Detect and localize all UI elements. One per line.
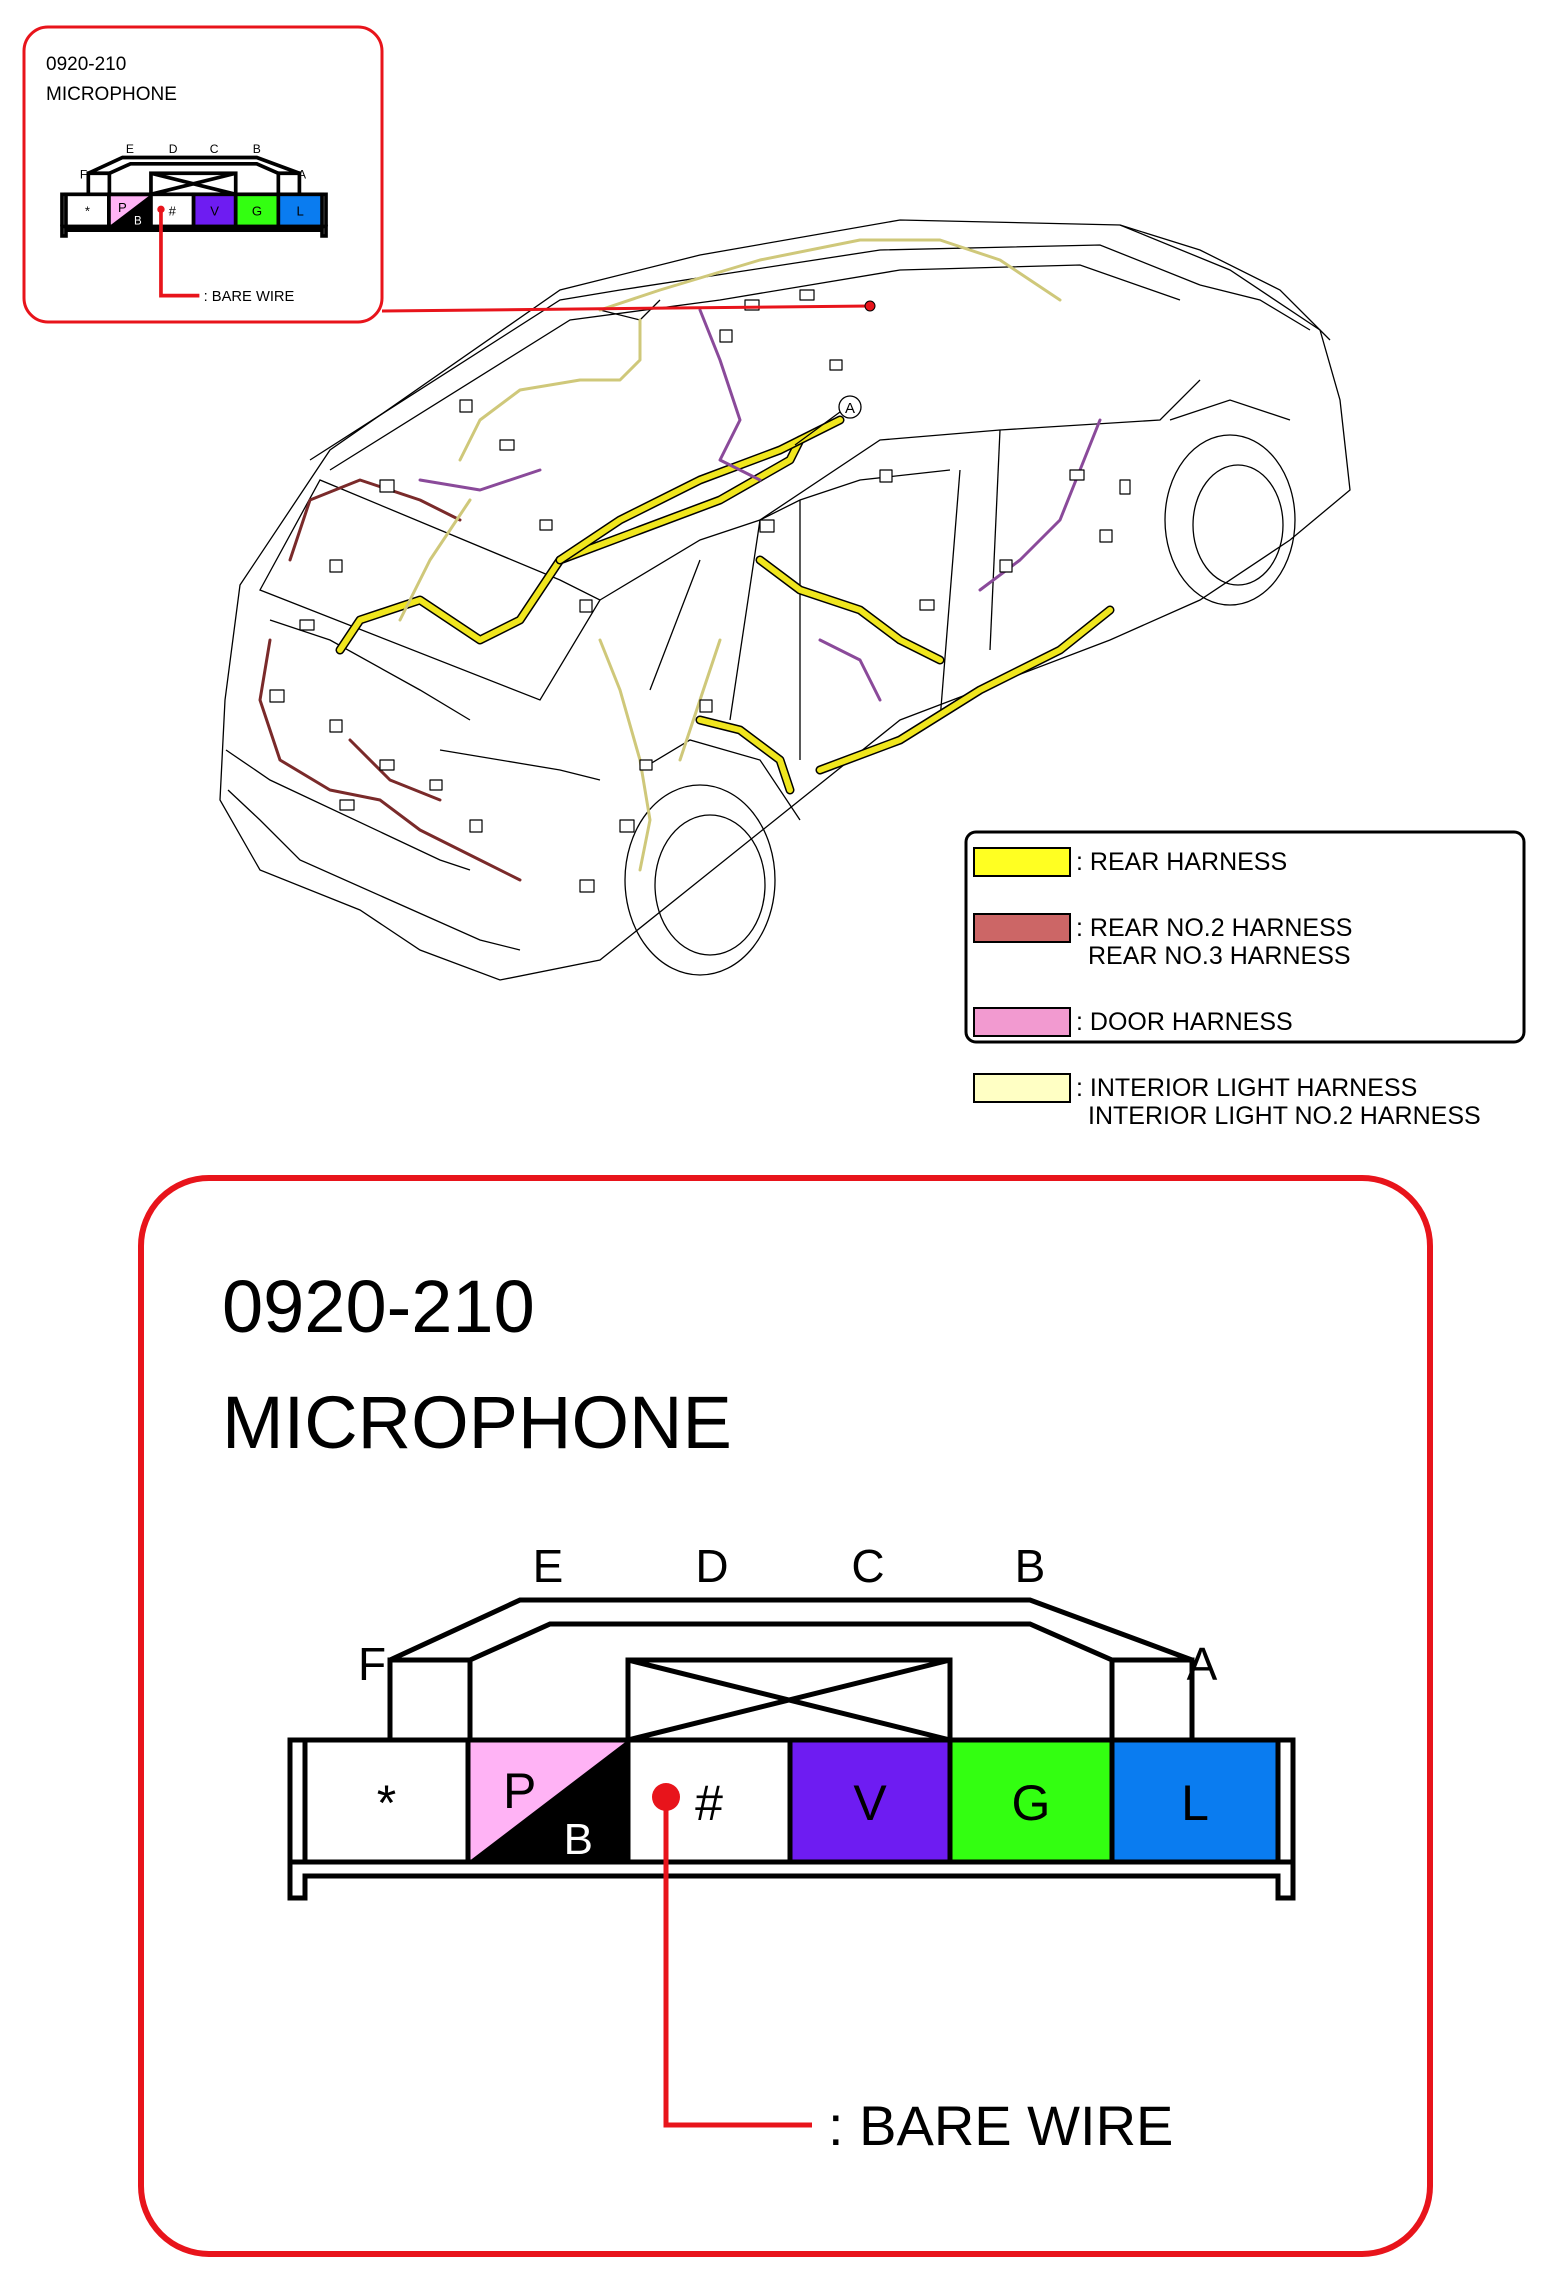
connector-hood-outer bbox=[388, 1597, 1193, 1663]
legend-swatch bbox=[973, 1007, 1071, 1037]
latch-right bbox=[276, 171, 302, 195]
latch-left bbox=[387, 1657, 473, 1740]
interior-light-harness bbox=[598, 238, 1062, 312]
pin-cell-a: L bbox=[1109, 1737, 1281, 1865]
pin-label: * bbox=[85, 203, 90, 218]
connector-name: MICROPHONE bbox=[222, 1381, 732, 1464]
legend-label: : INTERIOR LIGHT HARNESS bbox=[1076, 1074, 1417, 1102]
legend-swatch bbox=[973, 1073, 1071, 1103]
pin-letter-c: C bbox=[210, 142, 219, 156]
pin-cell-e: PB bbox=[107, 192, 153, 229]
connector-hood-outer bbox=[87, 155, 301, 175]
legend-item: : REAR HARNESS bbox=[973, 847, 1287, 877]
pin-label: L bbox=[297, 203, 304, 218]
pin-letter-c: C bbox=[851, 1540, 884, 1592]
bare-wire-line bbox=[159, 209, 200, 298]
microphone-location-dot bbox=[864, 300, 876, 312]
pin-label: G bbox=[252, 203, 262, 218]
pin-cell-e: PB bbox=[465, 1737, 631, 1865]
pin-label: V bbox=[853, 1775, 887, 1831]
latch-right bbox=[1109, 1657, 1195, 1740]
door-harness bbox=[698, 308, 762, 482]
location-marker-a: A bbox=[794, 395, 862, 446]
pin-cell-c: V bbox=[787, 1737, 953, 1865]
legend-label: : REAR NO.2 HARNESS bbox=[1076, 914, 1352, 942]
bare-wire-label: : BARE WIRE bbox=[204, 289, 295, 305]
pin-label: L bbox=[1181, 1775, 1209, 1831]
small-connector-name: MICROPHONE bbox=[46, 84, 177, 105]
pin-cell-d: # bbox=[149, 192, 196, 229]
pin-letter-b: B bbox=[1015, 1540, 1046, 1592]
legend-label: : REAR HARNESS bbox=[1076, 848, 1287, 876]
rear-no2-harness bbox=[258, 638, 522, 882]
legend-label: INTERIOR LIGHT NO.2 HARNESS bbox=[1088, 1102, 1481, 1130]
pin-letter-d: D bbox=[169, 142, 178, 156]
harness-wiring bbox=[258, 238, 1131, 893]
pin-label-secondary: B bbox=[564, 1815, 593, 1864]
pin-letter-e: E bbox=[533, 1540, 564, 1592]
latch-left bbox=[86, 171, 112, 195]
bare-wire-line bbox=[663, 1797, 812, 2128]
legend-label: : DOOR HARNESS bbox=[1076, 1008, 1293, 1036]
pin-cell-b: G bbox=[233, 192, 281, 229]
pin-label: P bbox=[503, 1763, 536, 1819]
pin-letter-e: E bbox=[126, 142, 134, 156]
pin-label: V bbox=[210, 203, 219, 218]
pin-label: P bbox=[118, 200, 127, 215]
pin-letter-f: F bbox=[80, 168, 87, 182]
pin-cell-d: # bbox=[625, 1737, 793, 1865]
pin-cell-f: * bbox=[64, 192, 111, 229]
callout-leader-line bbox=[381, 304, 871, 313]
pin-letter-f: F bbox=[358, 1638, 386, 1690]
legend-swatch bbox=[973, 913, 1071, 943]
pin-cell-c: V bbox=[191, 192, 238, 229]
pin-letter-a: A bbox=[298, 168, 307, 182]
pin-label: # bbox=[169, 203, 177, 218]
legend-item: : DOOR HARNESS bbox=[973, 1007, 1293, 1037]
small-connector-code: 0920-210 bbox=[46, 54, 126, 75]
connector-code: 0920-210 bbox=[222, 1265, 535, 1348]
pin-letter-a: A bbox=[1187, 1638, 1218, 1690]
connector-hood-inner bbox=[468, 1621, 1114, 1663]
svg-text:A: A bbox=[845, 400, 855, 417]
bare-wire-label: : BARE WIRE bbox=[828, 2094, 1173, 2157]
pin-cell-a: L bbox=[276, 192, 324, 229]
pin-label-secondary: B bbox=[134, 215, 142, 227]
pin-label: G bbox=[1012, 1775, 1051, 1831]
pin-letter-d: D bbox=[695, 1540, 728, 1592]
legend-label: REAR NO.3 HARNESS bbox=[1088, 942, 1351, 970]
connector-hood-inner bbox=[108, 161, 280, 175]
pin-cell-f: * bbox=[302, 1737, 471, 1865]
pin-cell-b: G bbox=[947, 1737, 1115, 1865]
vehicle-illustration bbox=[219, 219, 1351, 981]
pin-letter-b: B bbox=[253, 142, 261, 156]
pin-label: * bbox=[377, 1775, 396, 1831]
pin-label: # bbox=[695, 1775, 723, 1831]
legend-swatch bbox=[973, 847, 1071, 877]
